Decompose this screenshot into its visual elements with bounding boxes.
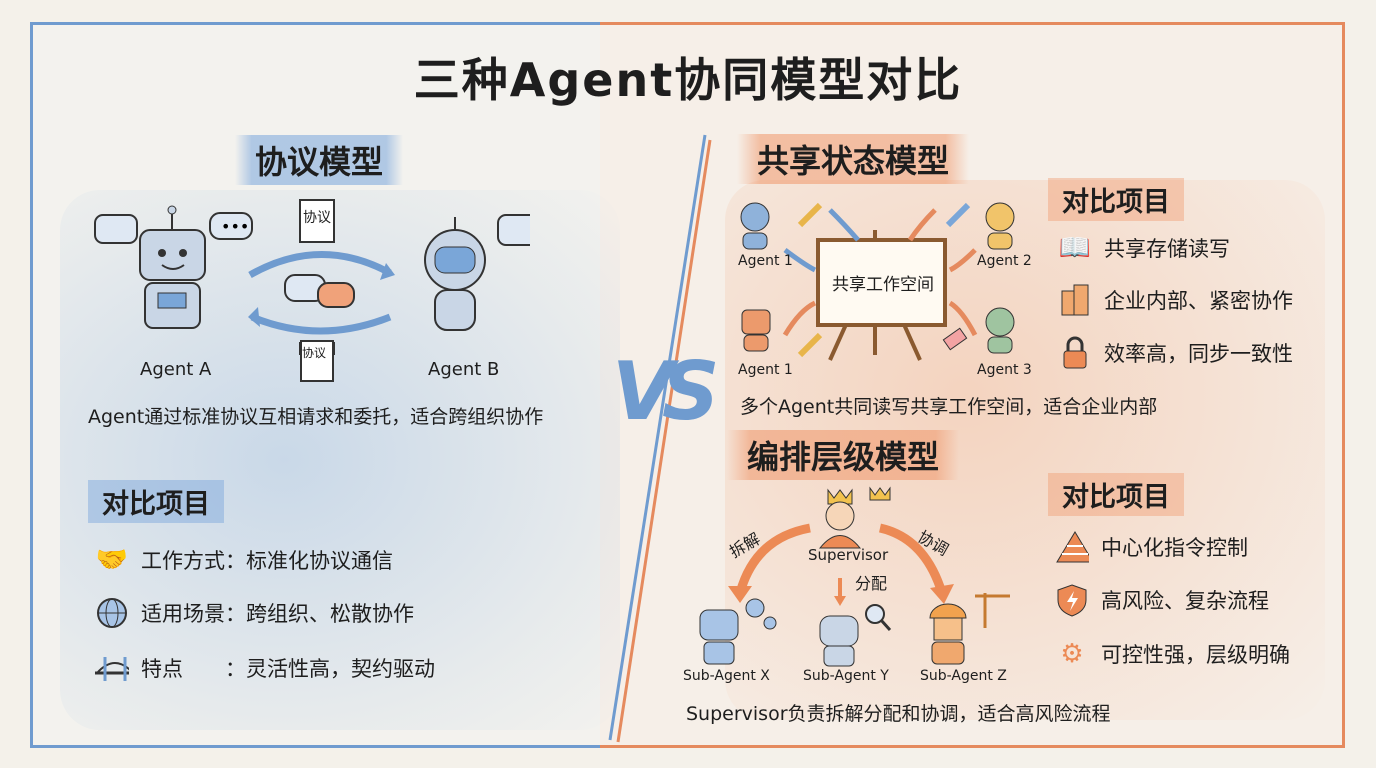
protocol-item-text: 适用场景：跨组织、松散协作 — [141, 602, 414, 626]
arrow-icon — [948, 248, 977, 273]
supervisor-icon — [818, 486, 891, 549]
sub-agent-x-robot-icon — [699, 609, 739, 665]
protocol-item: 特点 ：灵活性高，契约驱动 — [95, 651, 435, 685]
protocol-description: Agent通过标准协议互相请求和委托，适合跨组织协作 — [88, 406, 544, 428]
magnifier-icon — [865, 604, 892, 632]
protocol-item-text: 工作方式：标准化协议通信 — [141, 549, 393, 573]
supervisor-label: Supervisor — [808, 546, 889, 564]
handshake-icon: 🤝 — [95, 545, 129, 575]
arrow-icon — [828, 208, 860, 242]
eraser-icon — [942, 327, 968, 351]
hierarchy-item: 中心化指令控制 — [1055, 530, 1248, 564]
pencil-icon — [945, 202, 971, 228]
agent-b-label: Agent B — [428, 359, 500, 380]
arrow-left-icon — [250, 313, 392, 335]
sub-agent-y-robot-icon — [819, 615, 859, 667]
pencil-icon — [797, 332, 823, 358]
shared-item-text: 企业内部、紧密协作 — [1104, 289, 1293, 313]
doc-bottom-label: 协议 — [302, 346, 327, 360]
sub-agent-z-robot-icon — [929, 603, 967, 665]
bridge-icon — [95, 651, 129, 685]
document-icon — [299, 199, 335, 243]
arrow-icon — [783, 247, 817, 273]
book-icon: 📖 — [1058, 233, 1092, 263]
hierarchy-diagram — [699, 486, 1010, 667]
divider — [608, 134, 712, 743]
shared-item: 📖 共享存储读写 — [1058, 231, 1230, 265]
hierarchy-item-text: 中心化指令控制 — [1101, 536, 1248, 560]
protocol-diagram: ••• — [94, 199, 530, 355]
agent-a-robot-icon — [139, 205, 206, 329]
hierarchy-item-text: 可控性强，层级明确 — [1101, 643, 1290, 667]
hierarchy-item: 高风险、复杂流程 — [1055, 583, 1269, 617]
svg-text:•••: ••• — [221, 217, 249, 236]
protocol-heading: 协议模型 — [235, 135, 404, 185]
vs-label: VS — [612, 345, 719, 438]
arrow-icon — [948, 300, 978, 337]
page-title: 三种Agent协同模型对比 — [413, 53, 963, 107]
sub-agent-label: Sub-Agent X — [683, 668, 770, 684]
hierarchy-description: Supervisor负责拆解分配和协调，适合高风险流程 — [686, 703, 1111, 725]
hierarchy-compare-title: 对比项目 — [1048, 473, 1184, 516]
gears-icon — [745, 598, 777, 630]
hierarchy-item-text: 高风险、复杂流程 — [1101, 589, 1269, 613]
shared-item: 企业内部、紧密协作 — [1058, 283, 1293, 317]
shared-compare-title: 对比项目 — [1048, 178, 1184, 221]
globe-icon — [95, 596, 129, 630]
shield-icon — [1055, 583, 1089, 617]
shared-item-text: 效率高，同步一致性 — [1104, 342, 1293, 366]
shared-item-text: 共享存储读写 — [1104, 237, 1230, 261]
assign-label: 分配 — [855, 574, 888, 593]
shared-heading: 共享状态模型 — [737, 134, 970, 184]
arrow-decompose-icon — [735, 523, 811, 595]
agent-label: Agent 2 — [977, 253, 1032, 269]
shared-diagram — [740, 202, 1015, 361]
speech-bubble-icon: ••• — [94, 212, 253, 244]
pyramid-icon — [1055, 530, 1089, 564]
crane-icon — [975, 593, 1010, 628]
gears-icon: ⚙ — [1060, 639, 1084, 669]
agent-a-label: Agent A — [140, 359, 212, 380]
protocol-item: 适用场景：跨组织、松散协作 — [95, 596, 414, 630]
protocol-item-text: 特点 ：灵活性高，契约驱动 — [141, 657, 435, 681]
agent-robot-icon — [985, 202, 1015, 250]
hierarchy-item: ⚙ 可控性强，层级明确 — [1055, 637, 1290, 671]
protocol-item: 🤝 工作方式：标准化协议通信 — [95, 543, 393, 577]
agent-robot-icon — [985, 307, 1015, 354]
protocol-compare-title: 对比项目 — [88, 480, 224, 523]
arrow-icon — [907, 208, 937, 242]
building-icon — [1058, 283, 1092, 317]
sub-agent-label: Sub-Agent Z — [920, 668, 1007, 684]
hierarchy-heading: 编排层级模型 — [727, 430, 960, 480]
agent-label: Agent 3 — [977, 362, 1032, 378]
document-icon: 协议 — [300, 340, 334, 382]
agent-label: Agent 1 — [738, 362, 793, 378]
agent-robot-icon — [740, 202, 770, 250]
easel-icon — [816, 230, 947, 361]
agent-b-robot-icon — [424, 214, 530, 331]
doc-top-label: 协议 — [303, 210, 331, 226]
agent-robot-icon — [741, 309, 771, 352]
shared-description: 多个Agent共同读写共享工作空间，适合企业内部 — [740, 396, 1158, 418]
arrow-coordinate-icon — [878, 523, 947, 595]
arrow-icon — [782, 300, 817, 337]
arrow-right-icon — [248, 251, 392, 279]
vs-text: VS — [612, 345, 719, 438]
lock-icon — [1058, 336, 1092, 370]
shared-item: 效率高，同步一致性 — [1058, 336, 1293, 370]
board-label: 共享工作空间 — [832, 275, 934, 295]
agent-label: Agent 1 — [738, 253, 793, 269]
pencil-icon — [797, 202, 823, 228]
sub-agent-label: Sub-Agent Y — [803, 668, 889, 684]
